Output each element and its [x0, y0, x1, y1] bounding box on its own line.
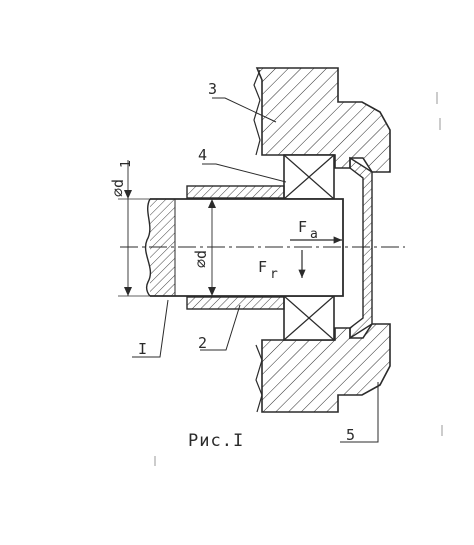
figure-caption: Рис.I: [188, 431, 244, 451]
callout-part-5: 5: [346, 426, 355, 444]
housing-lower: [255, 323, 391, 413]
radial-force-subscript: r: [270, 267, 278, 282]
outer-diameter-label: ⌀d: [109, 179, 127, 197]
radial-force-label: F: [258, 258, 267, 276]
callout-part-3: 3: [208, 80, 217, 98]
end-cover: [349, 156, 373, 340]
shaft: [144, 198, 344, 297]
outer-diameter-subscript: 1: [119, 160, 134, 168]
dimension-outer-diameter: [118, 160, 150, 297]
bearing-lower: [283, 295, 335, 341]
scan-marks: [154, 92, 443, 466]
bearing-upper: [283, 154, 335, 200]
shaft-diameter-label: ⌀d: [192, 250, 210, 268]
axial-force-label: F: [298, 218, 307, 236]
axial-force-subscript: a: [310, 227, 318, 242]
callout-part-2: 2: [198, 334, 207, 352]
callout-view-I: I: [138, 340, 147, 358]
dimension-shaft-diameter: [208, 199, 216, 296]
sleeve: [186, 185, 285, 310]
leader-lines: [132, 97, 379, 443]
callout-part-4: 4: [198, 146, 207, 164]
